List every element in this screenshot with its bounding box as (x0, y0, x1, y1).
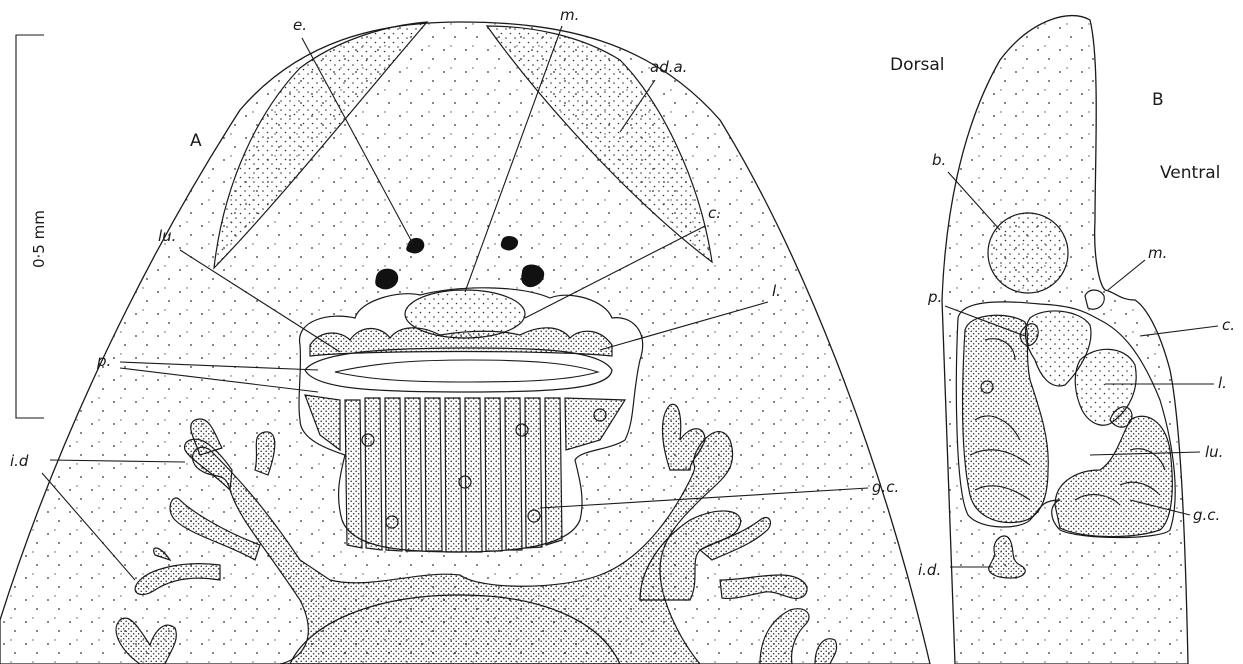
ventral-label: Ventral (1160, 163, 1220, 183)
label-b-m-text: m. (1148, 244, 1167, 262)
muscle-lobe (405, 290, 525, 338)
label-b-b-text: b. (932, 151, 946, 169)
label-m-text: m. (560, 6, 579, 24)
nucleus-b (981, 381, 993, 393)
label-lu-text: lu. (158, 227, 176, 245)
label-b-m: m. (1108, 244, 1167, 290)
panel-a-title: A (190, 131, 202, 151)
label-ada-text: ad.a. (650, 58, 687, 76)
label-b-l-text: l. (1218, 374, 1227, 392)
label-gc-text: g.c. (872, 478, 899, 496)
scale-bar: 0·5 mm (16, 35, 48, 418)
label-id-text: i.d (10, 452, 29, 470)
label-b-p-text: p. (927, 288, 942, 306)
label-b-c-text: c. (1222, 316, 1235, 334)
scale-bar-label: 0·5 mm (30, 210, 48, 268)
mouth-opening (1085, 290, 1104, 309)
panel-b-title: B (1152, 90, 1164, 110)
panel-a: A e. m. ad.a. lu. c. l. p. (0, 6, 930, 664)
dorsal-label: Dorsal (890, 55, 944, 75)
label-l-text: l. (772, 282, 781, 300)
pharynx-lumen (305, 348, 612, 392)
label-b-id-text: i.d. (918, 561, 941, 579)
label-p-text: p. (96, 352, 111, 370)
panel-b: Dorsal B Ventral b. m. p. c. l. lu. g.c. (890, 16, 1235, 664)
label-b-gc-text: g.c. (1193, 506, 1220, 524)
label-e-text: e. (293, 16, 307, 34)
label-b-lu-text: lu. (1205, 443, 1223, 461)
ball-structure (988, 213, 1068, 293)
label-c-text: c. (708, 204, 721, 222)
